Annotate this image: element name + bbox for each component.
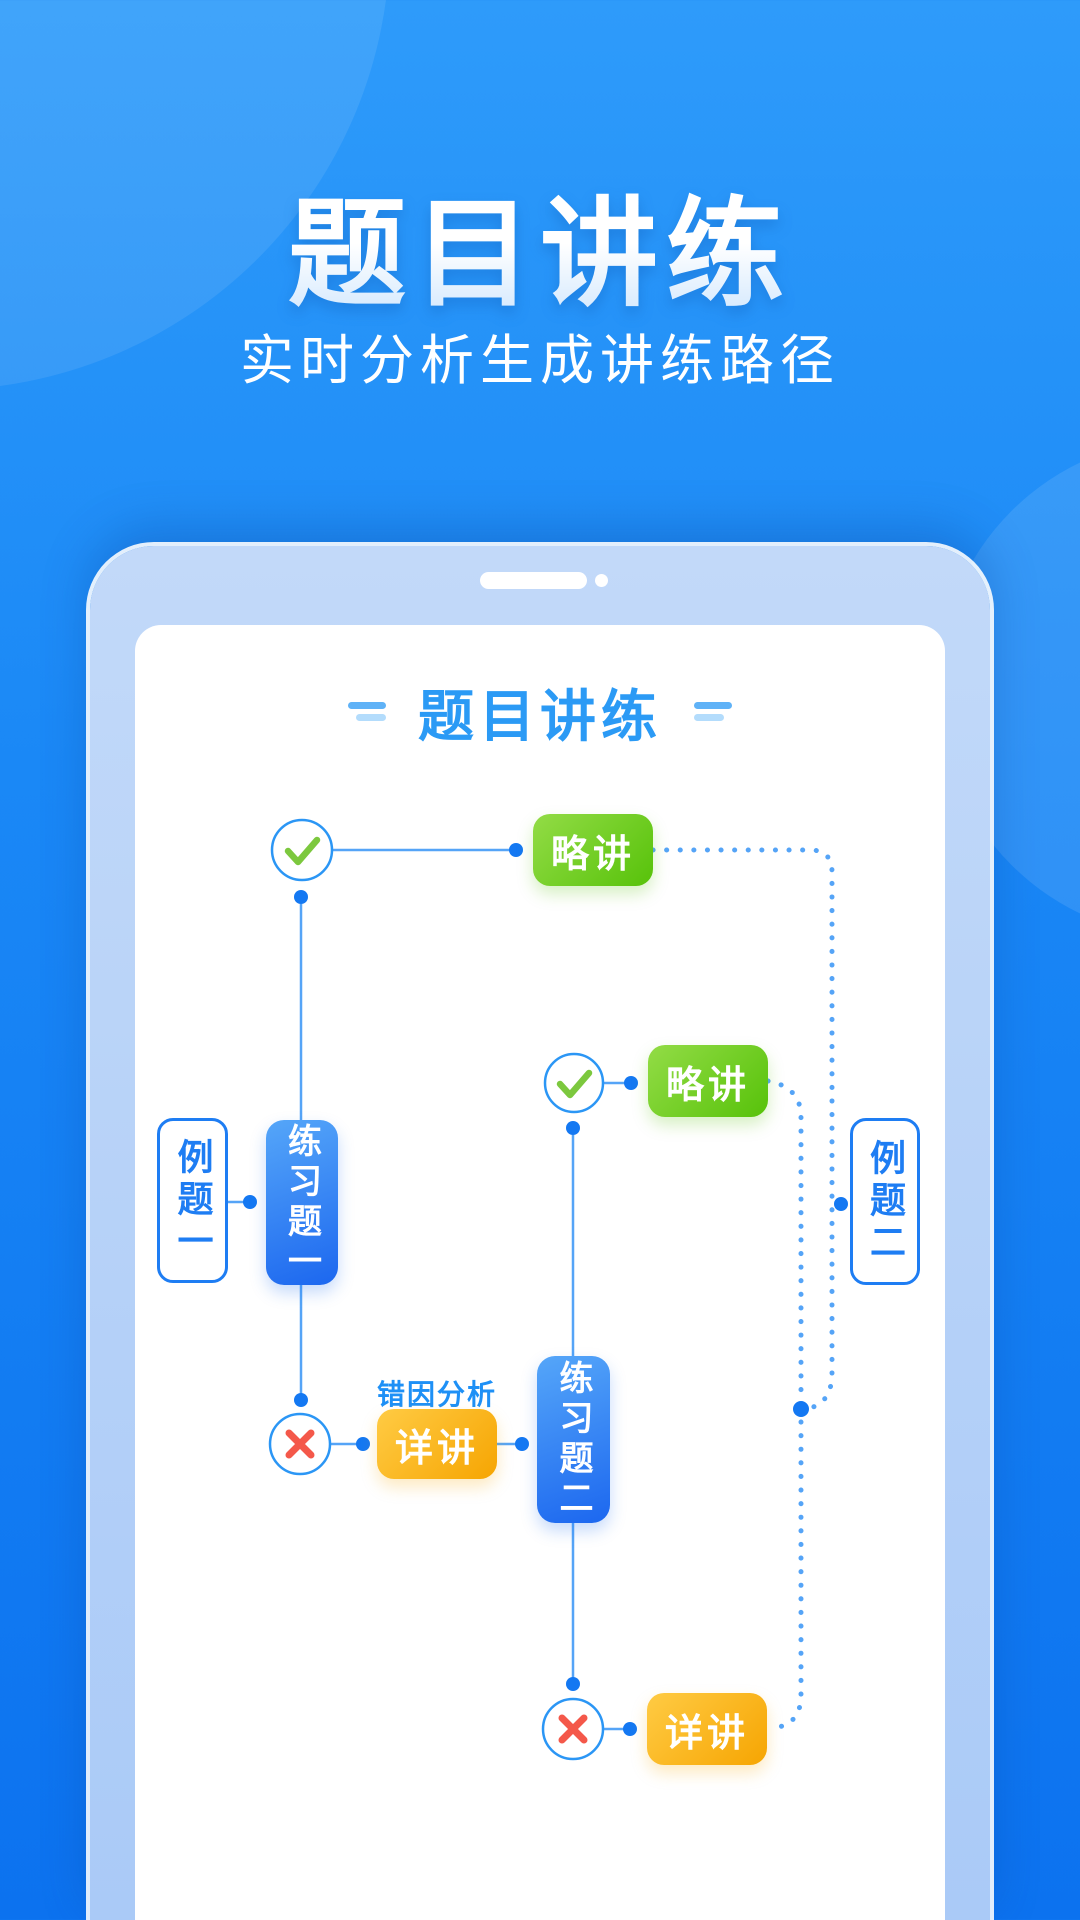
node-label: 详讲 [394, 1427, 479, 1470]
header-dash-right-icon [688, 700, 732, 724]
screen-header: 题目讲练 [135, 677, 945, 748]
check-circle-1 [270, 818, 334, 882]
error-analysis-label: 错因分析 [376, 1379, 497, 1410]
node-detail-1: 详讲 [377, 1409, 497, 1479]
cross-icon [285, 1429, 315, 1459]
node-example-2: 例题二 [850, 1118, 920, 1285]
tablet-screen: 题目讲练 [135, 625, 945, 1920]
tablet-mockup: 题目讲练 [90, 546, 990, 1920]
node-label: 例题二 [865, 1138, 906, 1265]
node-brief-1: 略讲 [533, 814, 653, 886]
node-label: 略讲 [550, 833, 635, 876]
check-circle-2 [543, 1052, 605, 1114]
camera-dot-icon [595, 574, 608, 587]
node-practice-2: 练习题二 [537, 1356, 610, 1523]
page-title: 题目讲练 [0, 158, 1080, 329]
node-label: 练习题二 [554, 1359, 592, 1520]
node-practice-1: 练习题一 [266, 1120, 338, 1285]
check-icon [556, 1069, 593, 1099]
node-label: 练习题一 [282, 1122, 321, 1283]
cross-circle-1 [268, 1412, 332, 1476]
node-detail-2: 详讲 [647, 1693, 767, 1765]
node-label: 详讲 [664, 1712, 749, 1755]
flowchart-connectors [228, 818, 848, 1761]
screen-header-title: 题目讲练 [418, 684, 662, 748]
node-example-1: 例题一 [157, 1118, 228, 1283]
cross-circle-2 [541, 1697, 605, 1761]
header-dash-left-icon [348, 700, 392, 724]
cross-icon [558, 1714, 588, 1744]
node-label: 略讲 [665, 1064, 750, 1107]
node-label: 例题一 [172, 1137, 214, 1264]
page-subtitle: 实时分析生成讲练路径 [240, 331, 840, 391]
connector-dots [243, 843, 848, 1736]
check-icon [284, 836, 321, 866]
node-brief-2: 略讲 [648, 1045, 768, 1117]
speaker-pill [480, 572, 587, 589]
